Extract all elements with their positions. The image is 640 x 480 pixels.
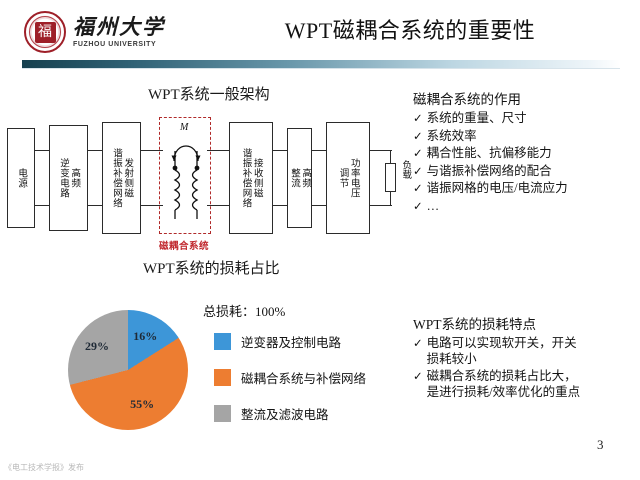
role-bullet: ✓ … — [413, 199, 637, 215]
wire-segment — [273, 150, 287, 152]
check-icon: ✓ — [413, 198, 423, 213]
magnetic-coupler-box: M — [159, 117, 211, 234]
block-label-line: 电源 — [16, 168, 27, 188]
role-bullet-text: 与谐振补偿网络的配合 — [426, 163, 552, 178]
header-divider-bar — [22, 60, 620, 69]
wire-segment — [141, 150, 163, 152]
loss-panel-heading: WPT系统的损耗特点 — [413, 317, 536, 332]
check-icon: ✓ — [413, 146, 423, 160]
role-bullet: ✓ 耦合性能、抗偏移能力 — [413, 146, 637, 162]
university-name-block: 福州大学 FUZHOU UNIVERSITY — [73, 16, 165, 47]
total-loss-label: 总损耗：100% — [203, 304, 286, 319]
university-name-en: FUZHOU UNIVERSITY — [73, 40, 157, 48]
role-bullet: ✓ 谐振网格的电压/电流应力 — [413, 181, 637, 197]
load-resistor-icon — [385, 163, 396, 192]
check-icon: ✓ — [413, 163, 423, 178]
block-label-line: 高频 — [300, 168, 311, 188]
mutual-inductance-label: M — [180, 122, 189, 133]
pie-legend: 逆变器及控制电路 磁耦合系统与补偿网络 整流及滤波电路 — [214, 332, 366, 440]
block-label-line: 高频 — [69, 168, 80, 188]
block-label-line: 逆变电路 — [58, 158, 68, 198]
check-icon: ✓ — [413, 369, 423, 383]
legend-label: 逆变器及控制电路 — [241, 336, 342, 350]
architecture-title: WPT系统一般架构 — [148, 87, 270, 103]
wire-segment — [312, 205, 326, 207]
pie-chart-title: WPT系统的损耗占比 — [143, 261, 280, 277]
block-label-line: 谐振补偿网络 — [240, 148, 251, 208]
role-bullet-text: 系统效率 — [426, 128, 477, 143]
seal-ring-decoration — [26, 13, 64, 51]
loss-bullet-text: 电路可以实现软开关，开关 损耗较小 — [426, 336, 577, 366]
check-icon: ✓ — [413, 111, 423, 125]
legend-item: 逆变器及控制电路 — [214, 332, 366, 351]
wire-segment — [88, 205, 102, 207]
wpt-architecture-diagram: 电源 高频 逆变电路 发射侧磁 谐振补偿网络 — [0, 117, 410, 252]
wire-segment — [312, 150, 326, 152]
block-hf-rectifier: 高频 整流 — [287, 128, 312, 228]
wire-segment — [35, 205, 49, 207]
block-label-line: 接收侧磁 — [251, 158, 262, 198]
role-bullet-text: 耦合性能、抗偏移能力 — [426, 146, 552, 160]
role-bullet-text: 谐振网格的电压/电流应力 — [426, 181, 568, 195]
pie-graphic — [68, 310, 188, 430]
block-label-line: 调节 — [337, 168, 348, 188]
legend-swatch — [214, 369, 231, 386]
check-icon: ✓ — [413, 336, 423, 350]
role-bullet: ✓ 与谐振补偿网络的配合 — [413, 164, 637, 180]
wire-segment — [207, 150, 229, 152]
wire-segment — [273, 205, 287, 207]
legend-item: 整流及滤波电路 — [214, 404, 366, 423]
check-icon: ✓ — [413, 128, 423, 143]
role-bullet-text: … — [426, 198, 440, 213]
coupled-coils-icon — [171, 145, 201, 219]
loss-bullet: ✓ 电路可以实现软开关，开关 损耗较小 — [413, 336, 637, 367]
legend-swatch — [214, 333, 231, 350]
role-bullet-text: 系统的重量、尺寸 — [426, 111, 527, 125]
role-bullet: ✓ 系统效率 — [413, 129, 637, 145]
check-icon: ✓ — [413, 181, 423, 195]
role-panel: 磁耦合系统的作用 ✓ 系统的重量、尺寸 ✓ 系统效率 ✓ 耦合性能、抗偏移能力 … — [413, 88, 637, 214]
wire-segment — [141, 205, 163, 207]
loss-pie-chart: 16% 55% 29% 总损耗：100% 逆变器及控制电路 磁耦合系统与补偿网络… — [60, 290, 410, 465]
journal-watermark: 《电工技术学报》发布 — [4, 463, 84, 472]
slide-title: WPT磁耦合系统的重要性 — [284, 18, 536, 43]
loss-bullet: ✓ 磁耦合系统的损耗占比大， 是进行损耗/效率优化的重点 — [413, 369, 637, 400]
block-label-line: 发射侧磁 — [122, 158, 133, 198]
legend-label: 整流及滤波电路 — [241, 408, 329, 422]
role-bullet: ✓ 系统的重量、尺寸 — [413, 111, 637, 127]
wire-segment — [88, 150, 102, 152]
pie-slice-label: 55% — [130, 396, 155, 411]
legend-label: 磁耦合系统与补偿网络 — [241, 372, 367, 386]
wire-segment — [370, 205, 392, 207]
block-label-line: 谐振补偿网络 — [111, 148, 121, 208]
pie-slice-label: 16% — [133, 328, 158, 343]
university-name-cn: 福州大学 — [73, 15, 165, 40]
loss-bullet-text: 磁耦合系统的损耗占比大， 是进行损耗/效率优化的重点 — [426, 369, 581, 399]
block-power-regulator: 功率电压 调节 — [326, 122, 370, 234]
role-panel-heading: 磁耦合系统的作用 — [413, 92, 521, 107]
block-hf-inverter: 高频 逆变电路 — [49, 125, 88, 231]
page-number: 3 — [597, 437, 604, 452]
block-tx-compensation: 发射侧磁 谐振补偿网络 — [102, 122, 141, 234]
block-power-source: 电源 — [7, 128, 35, 228]
block-label-line: 功率电压 — [348, 158, 359, 198]
legend-item: 磁耦合系统与补偿网络 — [214, 368, 366, 387]
pie-slice-label: 29% — [84, 338, 109, 353]
fuzhou-seal-icon: 福 — [24, 11, 66, 53]
load-label: 负载 — [400, 160, 411, 179]
wire-segment — [35, 150, 49, 152]
magnetic-coupler-label: 磁耦合系统 — [159, 241, 210, 252]
block-rx-compensation: 接收侧磁 谐振补偿网络 — [229, 122, 273, 234]
block-label-line: 整流 — [289, 168, 299, 188]
wire-segment — [207, 205, 229, 207]
legend-swatch — [214, 405, 231, 422]
university-logo: 福 福州大学 FUZHOU UNIVERSITY — [24, 11, 165, 53]
wire-segment — [370, 150, 392, 152]
loss-panel: WPT系统的损耗特点 ✓ 电路可以实现软开关，开关 损耗较小 ✓ 磁耦合系统的损… — [413, 313, 637, 400]
